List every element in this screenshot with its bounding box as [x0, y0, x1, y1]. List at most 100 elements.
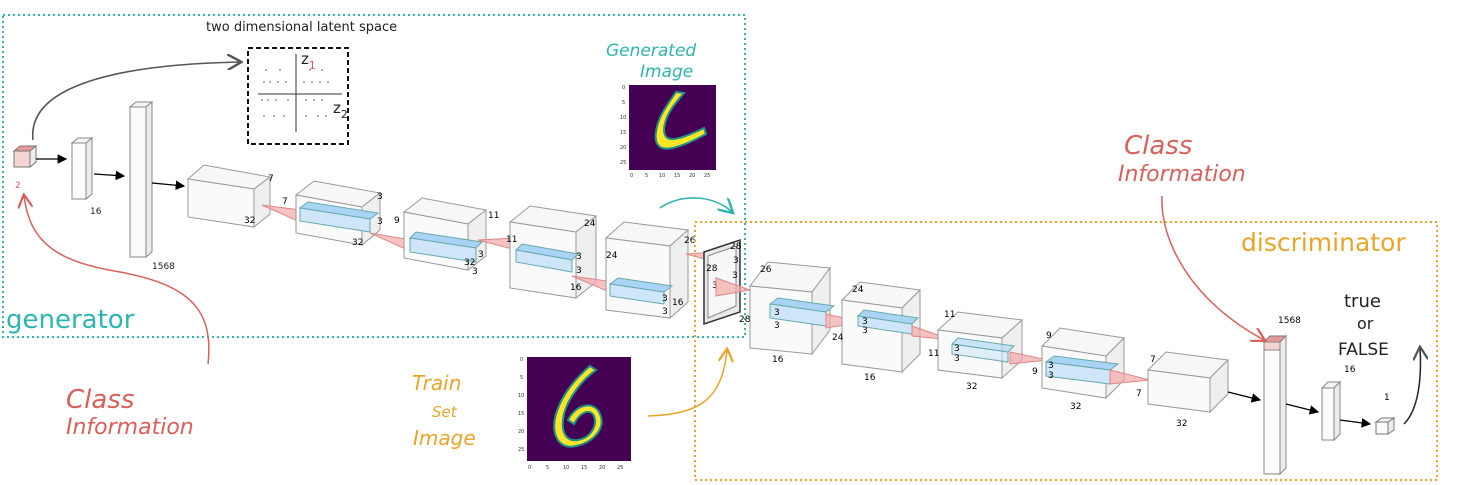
disc-b5-w: 7	[1136, 389, 1142, 399]
train-ytick-5: 25	[518, 447, 524, 453]
train-ytick-2: 10	[518, 393, 524, 399]
gen-b4-h: 11	[506, 235, 517, 245]
generator-dense-1568-label: 1568	[152, 262, 175, 272]
train-ytick-3: 15	[518, 411, 524, 417]
disc-block-3	[936, 311, 1024, 380]
disc-b4-k1: 3	[1048, 361, 1054, 371]
train-xtick-4: 20	[599, 465, 605, 471]
gen-b2-k2: 3	[377, 217, 383, 227]
gen-b3-k3: 3	[472, 267, 478, 277]
gen-out-w: 26	[684, 236, 696, 246]
train-set-label-1: Train	[412, 371, 461, 395]
discriminator-label: discriminator	[1241, 228, 1406, 257]
disc-b3-k2: 3	[954, 354, 960, 364]
gen-xtick-5: 25	[704, 173, 710, 179]
train-ytick-1: 5	[520, 375, 523, 381]
gen-b3-d: 32	[464, 258, 475, 268]
train-ytick-4: 20	[518, 429, 524, 435]
gen-ytick-3: 15	[620, 130, 626, 136]
class-info-right-arrow	[1161, 195, 1264, 340]
disc-b5-h: 7	[1150, 355, 1156, 365]
disc-b2-k1: 3	[862, 317, 868, 327]
output-false: FALSE	[1338, 340, 1389, 360]
disc-in-h: 28	[706, 264, 718, 274]
generator-input-dim: 2	[15, 181, 21, 191]
class-info-left-arrow	[24, 196, 210, 365]
train-ytick-0: 0	[520, 357, 523, 363]
generator-block-5	[604, 221, 690, 320]
gen-b3-k1: 3	[478, 250, 484, 260]
gen-ytick-1: 5	[622, 100, 625, 106]
train-set-label-2: Set	[432, 403, 458, 421]
disc-b4-w: 9	[1032, 367, 1038, 377]
disc-dense-16	[1320, 380, 1342, 442]
generator-block-1	[186, 164, 272, 229]
gen-b1-w: 7	[268, 174, 274, 184]
train-xtick-2: 10	[563, 465, 569, 471]
train-xtick-3: 15	[581, 465, 587, 471]
latent-space-title: two dimensional latent space	[206, 20, 397, 35]
disc-b2-h: 24	[852, 285, 864, 295]
disc-b2-d: 16	[864, 373, 876, 383]
gen-b4-k1: 3	[576, 252, 582, 262]
train-xtick-1: 5	[546, 465, 549, 471]
disc-b2-w: 24	[832, 333, 844, 343]
train-xtick-5: 25	[617, 465, 623, 471]
generator-input-cube	[12, 144, 38, 169]
disc-output-label: 1	[1384, 393, 1390, 403]
gen-xtick-2: 10	[659, 173, 665, 179]
gen-b5-d: 16	[672, 298, 684, 308]
gen-out-h: 28	[730, 242, 742, 252]
output-true: true	[1344, 291, 1381, 312]
generated-image-label-2: Image	[640, 62, 693, 82]
class-info-left-2: Information	[66, 415, 194, 440]
disc-block-5	[1146, 351, 1230, 414]
disc-block-4	[1040, 327, 1126, 400]
gen-xtick-3: 15	[674, 173, 680, 179]
disc-b2-k2: 3	[862, 326, 868, 336]
train-set-image-plot: 0 5 10 15 20 25 0 5 10 15 20 25	[518, 357, 631, 471]
gen-b5-h: 24	[606, 251, 618, 261]
gen-b5-k2: 3	[662, 307, 668, 317]
disc-dense-1568	[1262, 334, 1288, 476]
z2-axis-label: z2	[333, 99, 348, 121]
gen-b4-w2: 24	[584, 219, 596, 229]
generator-dense-16-label: 16	[90, 207, 102, 217]
class-info-right-1: Class	[1124, 131, 1192, 161]
gen-b2-d: 32	[352, 238, 363, 248]
disc-b4-d: 32	[1070, 402, 1081, 412]
z1-axis-label: z1	[301, 50, 316, 72]
gen-ytick-4: 20	[620, 145, 626, 151]
output-arrow	[1403, 348, 1420, 425]
disc-b1-k1: 3	[774, 308, 780, 318]
disc-b3-w: 11	[928, 349, 939, 359]
gen-out-k2: 3	[732, 271, 738, 281]
gen-xtick-1: 5	[645, 173, 648, 179]
gen-b2-k1: 3	[377, 192, 383, 202]
generator-label: generator	[6, 305, 135, 335]
disc-block-1	[749, 261, 836, 356]
generator-region-box	[2, 14, 746, 338]
gen-b5-k1: 3	[662, 294, 668, 304]
gen-b4-k2: 3	[576, 266, 582, 276]
generated-image-label: Generated	[606, 41, 696, 61]
generator-dense-1568	[128, 100, 154, 259]
disc-b3-h: 11	[944, 310, 955, 320]
gen-ytick-0: 0	[622, 85, 625, 91]
generated-to-disc-arrow	[659, 197, 732, 212]
gen-b4-d: 16	[570, 283, 582, 293]
gen-xtick-4: 20	[689, 173, 695, 179]
disc-in-d: 28	[739, 315, 751, 325]
disc-b5-d: 32	[1176, 419, 1187, 429]
generator-dense-16	[70, 136, 94, 201]
disc-b1-d: 16	[772, 355, 784, 365]
gen-ytick-2: 10	[620, 115, 626, 121]
disc-in-k: 3	[712, 281, 718, 291]
gen-b3-h: 11	[488, 211, 499, 221]
disc-cone-4	[1109, 369, 1151, 385]
disc-b3-k1: 3	[954, 344, 960, 354]
generator-block-3	[402, 197, 488, 272]
discriminator-region-box	[694, 221, 1438, 481]
disc-dense-16-label: 16	[1344, 365, 1356, 375]
